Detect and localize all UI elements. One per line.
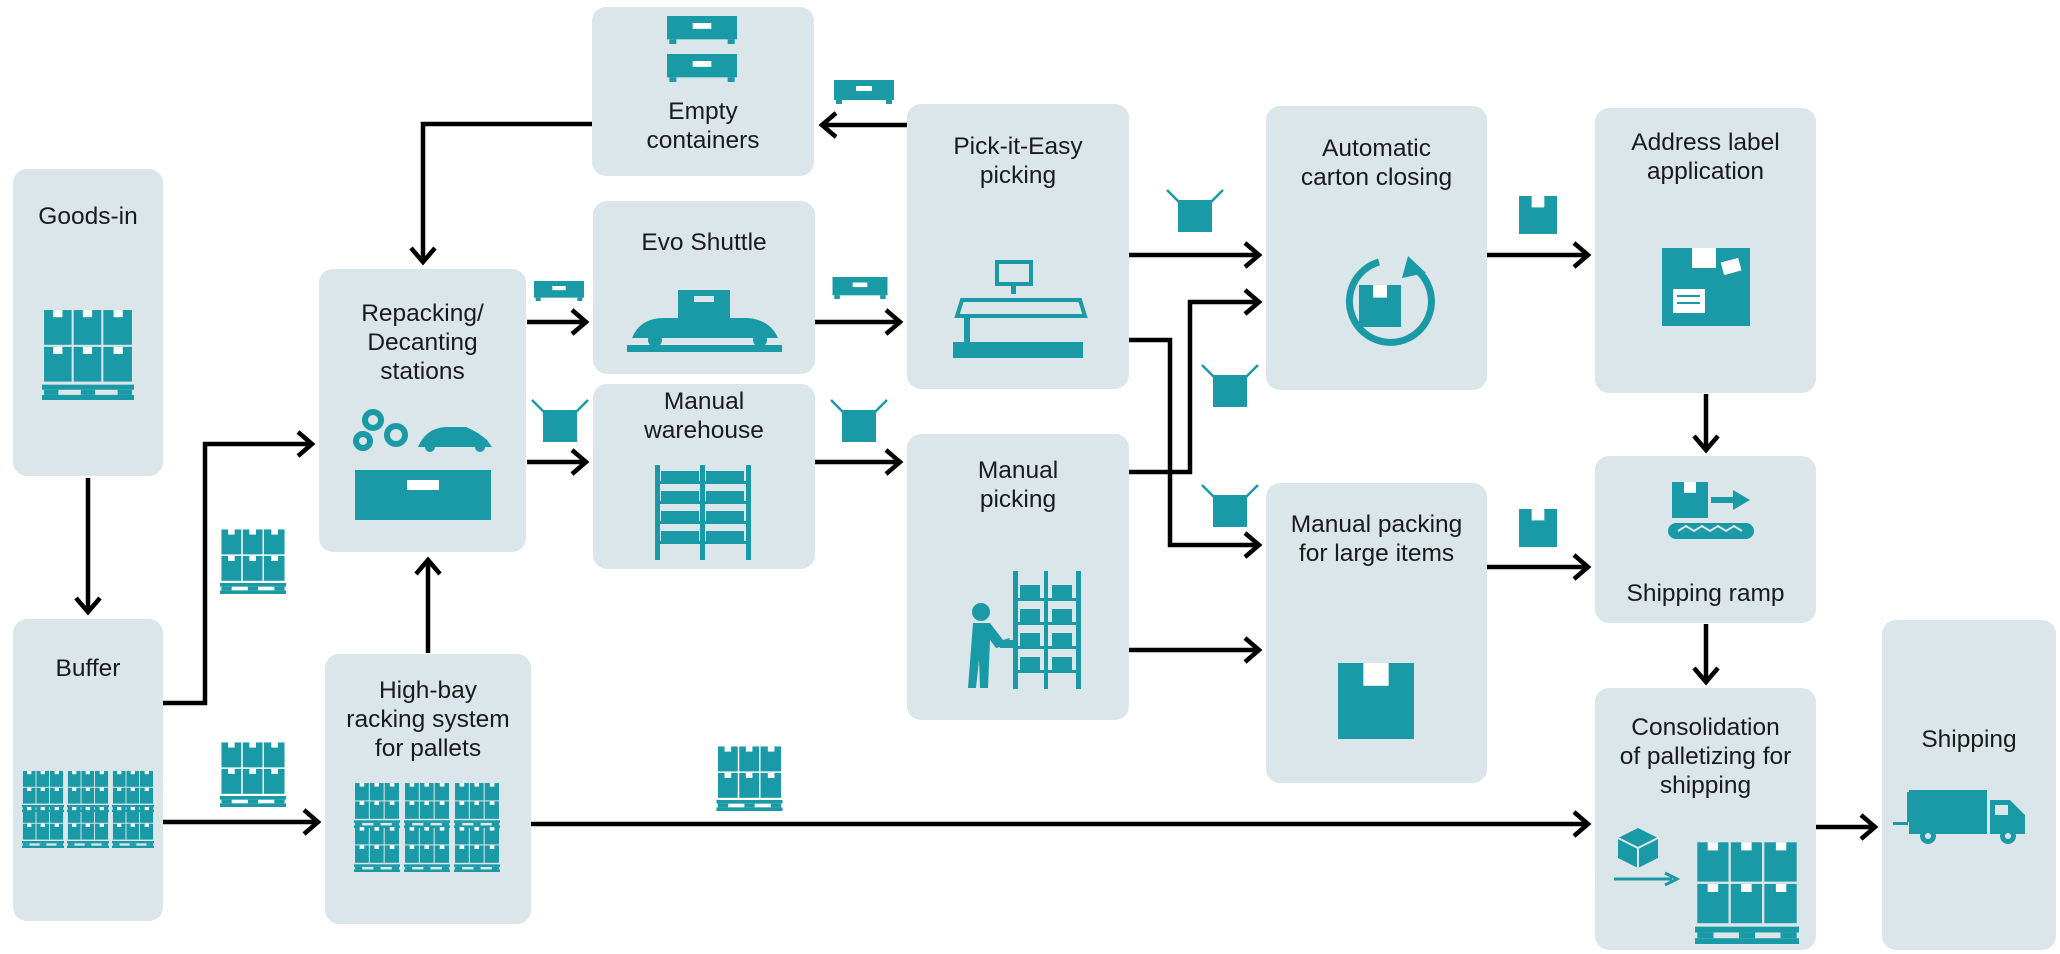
arrow-buffer-repacking <box>163 441 312 706</box>
pallet-icon <box>220 742 286 807</box>
node-label: Repacking/ Decanting stations <box>361 300 484 385</box>
pallet-icon <box>716 746 783 811</box>
node-label: Goods-in <box>38 203 138 230</box>
node-label: Pick-it-Easy picking <box>953 133 1083 189</box>
node-label: Evo Shuttle <box>641 229 767 256</box>
shelving-icon <box>1013 571 1081 689</box>
consolidation-icon <box>1614 828 1799 944</box>
evo-shuttle-icon <box>627 290 782 352</box>
gears-icon <box>353 409 408 451</box>
stacked-containers-icon <box>667 16 737 82</box>
person-picking-icon <box>968 603 1014 688</box>
pallet-icon <box>42 310 134 400</box>
shelving-icon <box>655 465 751 560</box>
pallet-grid-icon <box>22 770 154 848</box>
open-box-icon <box>1200 363 1260 407</box>
arrow-manualpick-carton <box>1129 299 1259 475</box>
node-goods-in: Goods-in <box>13 169 163 476</box>
labelled-box-icon <box>1662 248 1750 326</box>
pallet-grid-icon <box>354 783 500 872</box>
node-label: Empty containers <box>646 98 760 154</box>
node-label: Manual picking <box>977 457 1059 513</box>
box-icon <box>1519 196 1557 234</box>
carton-closing-icon <box>1345 256 1435 346</box>
node-shipping-ramp: Shipping ramp <box>1595 456 1816 623</box>
node-label: Automatic carton closing <box>1300 135 1453 191</box>
truck-icon <box>1893 790 2025 844</box>
node-label: Shipping ramp <box>1626 580 1785 607</box>
node-label: Buffer <box>55 655 121 682</box>
box-icon <box>1338 663 1414 739</box>
node-label: Consolidation of palletizing for shippin… <box>1619 714 1792 799</box>
container-icon <box>834 80 894 104</box>
node-pick-it-easy: Pick-it-Easy picking <box>907 104 1129 389</box>
picking-station-icon <box>953 260 1088 358</box>
node-label: Address label application <box>1631 129 1780 185</box>
node-label: High-bay racking system for pallets <box>346 677 510 762</box>
container-icon <box>355 470 491 520</box>
container-icon <box>832 277 888 299</box>
conveyor-icon <box>1668 482 1754 539</box>
node-label: Manual packing for large items <box>1290 511 1463 567</box>
box-icon <box>1519 509 1557 547</box>
node-shipping: Shipping <box>1882 620 2056 950</box>
open-box-icon <box>530 398 590 442</box>
open-box-icon <box>1200 483 1260 527</box>
arrow-empty-repacking <box>420 121 592 262</box>
node-buffer: Buffer <box>13 619 163 921</box>
open-box-icon <box>1165 188 1225 232</box>
shuttle-car-icon <box>418 427 492 452</box>
node-label: Manual warehouse <box>644 388 764 444</box>
node-label: Shipping <box>1921 726 2017 753</box>
open-box-icon <box>829 398 889 442</box>
pallet-icon <box>220 529 286 594</box>
arrow-pie-manualpack <box>1129 337 1259 548</box>
container-icon <box>534 281 584 301</box>
